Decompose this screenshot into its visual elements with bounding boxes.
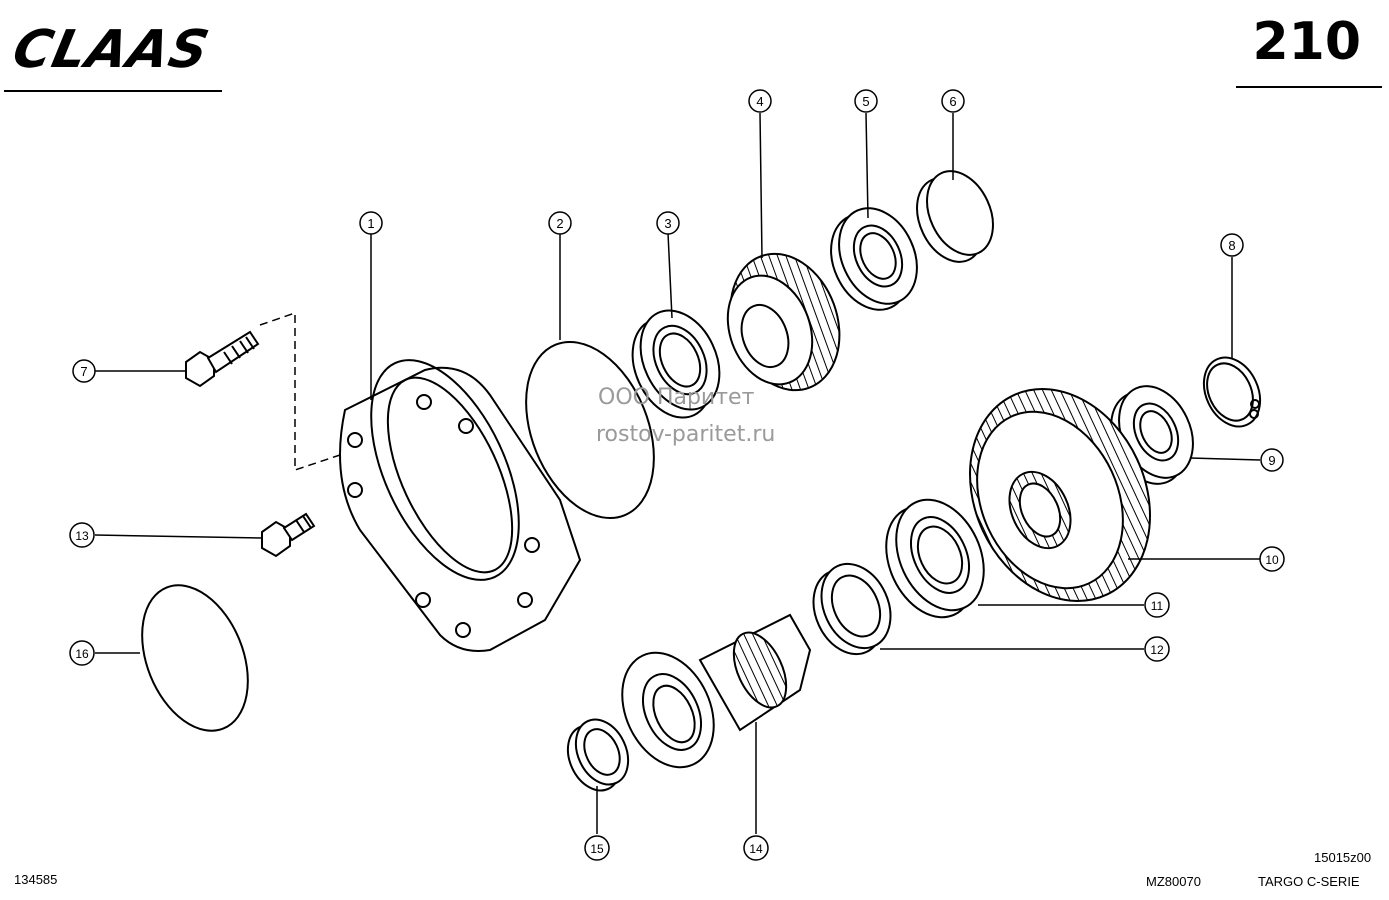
callout-6: 6 [941,89,965,113]
callout-14: 14 [743,835,769,861]
callout-11: 11 [1144,592,1170,618]
callout-balloons: 1 2 3 4 5 6 7 8 9 10 11 12 13 14 15 16 [69,89,1285,861]
svg-text:2: 2 [556,216,563,231]
callout-2: 2 [548,211,572,235]
o-ring-16-part [141,584,249,732]
roller-bearing-3-part [631,309,721,419]
callout-10: 10 [1259,546,1285,572]
roller-bearing-5-part [830,207,918,311]
small-gear-4-part [726,252,841,392]
o-ring-large-part [525,340,655,520]
svg-text:5: 5 [862,94,869,109]
svg-text:16: 16 [75,647,89,661]
callout-15: 15 [584,835,610,861]
flange-housing-part [339,359,582,652]
callout-12: 12 [1144,636,1170,662]
callout-13: 13 [69,522,95,548]
long-bolt-part [185,330,260,388]
callout-16: 16 [69,640,95,666]
svg-text:6: 6 [949,94,956,109]
callout-7: 7 [72,359,96,383]
svg-text:14: 14 [749,842,763,856]
diagram-code: 15015z00 [1314,850,1372,865]
callout-1: 1 [359,211,383,235]
svg-text:13: 13 [75,529,89,543]
svg-text:15: 15 [590,842,604,856]
bolt-assembly-line [259,311,341,472]
callout-4: 4 [748,89,772,113]
model-series: TARGO C-SERIE [1258,874,1360,889]
svg-text:7: 7 [80,364,87,379]
drawing-number: MZ80070 [1146,874,1201,889]
callout-5: 5 [854,89,878,113]
callout-8: 8 [1220,233,1244,257]
short-bolt-part [261,512,316,558]
callout-9: 9 [1260,448,1284,472]
svg-text:1: 1 [367,216,374,231]
leader-lines [94,112,1261,834]
cover-cap-6-part [916,170,994,263]
document-number: 134585 [14,872,58,887]
watermark-website: rostov-paritet.ru [596,422,776,447]
svg-text:4: 4 [756,94,763,109]
svg-text:3: 3 [664,216,671,231]
roller-bearing-11-part [885,498,985,619]
page-number: 210 [1252,12,1361,72]
svg-text:12: 12 [1150,643,1164,657]
callout-3: 3 [656,211,680,235]
watermark-company: ООО Паритет [598,385,755,410]
svg-text:8: 8 [1228,238,1235,253]
seal-ring-15-part [566,718,630,792]
circlip-8-part [1202,356,1262,428]
page-number-rule [1236,86,1382,88]
svg-text:10: 10 [1265,553,1279,567]
output-shaft-14-part [621,613,812,769]
svg-text:11: 11 [1151,599,1164,613]
svg-text:9: 9 [1268,453,1275,468]
spacer-ring-12-part [812,562,892,656]
logo-underline [4,90,222,92]
large-gear-10-part [969,388,1151,602]
